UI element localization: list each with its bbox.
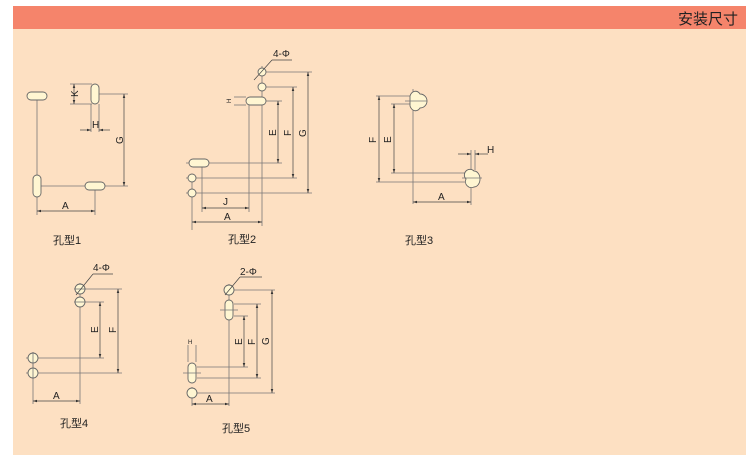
figure-caption: 孔型1 [53, 233, 81, 247]
panel-title: 安装尺寸 [677, 11, 738, 28]
dim-label-a: A [206, 394, 213, 405]
dim-label-e: E [383, 136, 394, 143]
round-hole [186, 387, 198, 399]
slot-hole [245, 96, 267, 106]
slot-hole [90, 83, 100, 105]
figure-caption: 孔型3 [405, 233, 433, 247]
figure-caption: 孔型4 [60, 416, 88, 430]
dim-label-j: J [223, 197, 228, 208]
dim-label-a: A [62, 201, 69, 212]
dim-label-f: F [247, 339, 258, 345]
dim-label-a: A [224, 212, 231, 223]
dim-label-f: F [368, 137, 379, 143]
dim-label-g: G [261, 337, 272, 345]
figure-caption: 孔型5 [222, 421, 250, 435]
round-hole [187, 173, 197, 183]
dim-label-h: H [188, 340, 192, 346]
round-hole [257, 67, 267, 77]
round-hole [257, 82, 267, 92]
keyhole-slot [463, 168, 481, 188]
dim-label-f: F [283, 130, 294, 136]
dim-label-e: E [90, 326, 101, 333]
hole-type-5-diagram: 2-Φ H E F G A 孔型5 [183, 267, 275, 435]
dim-label-f: F [108, 327, 119, 333]
panel-header: 安装尺寸 [13, 6, 746, 29]
dim-label-h: H [227, 99, 233, 103]
dim-label-e: E [234, 338, 245, 345]
dim-label-k: K [70, 90, 81, 97]
round-hole [187, 188, 197, 198]
dim-label-g: G [115, 136, 126, 144]
installation-dimensions-panel: 安装尺寸 [13, 6, 746, 455]
hole-note: 4-Φ [273, 49, 290, 60]
dim-label-a: A [53, 391, 60, 402]
hole-type-1-diagram: K H G A 孔型1 [26, 83, 128, 247]
slot-hole [188, 158, 210, 168]
hole-type-2-diagram: 4-Φ H E F G J A 孔型2 [186, 49, 312, 246]
hole-type-4-diagram: 4-Φ E F A 孔型4 [26, 263, 122, 430]
dim-label-g: G [298, 129, 309, 137]
slot-hole [32, 174, 42, 198]
dim-label-h: H [92, 120, 99, 131]
dim-label-a: A [438, 192, 445, 203]
hole-note: 2-Φ [240, 267, 257, 278]
dim-label-h: H [487, 145, 494, 156]
hole-note: 4-Φ [93, 263, 110, 274]
dim-label-e: E [268, 129, 279, 136]
slot-hole [26, 91, 48, 101]
figure-caption: 孔型2 [228, 232, 256, 246]
hole-type-3-diagram: F E H A 孔型3 [368, 89, 494, 247]
slot-hole [84, 181, 106, 191]
